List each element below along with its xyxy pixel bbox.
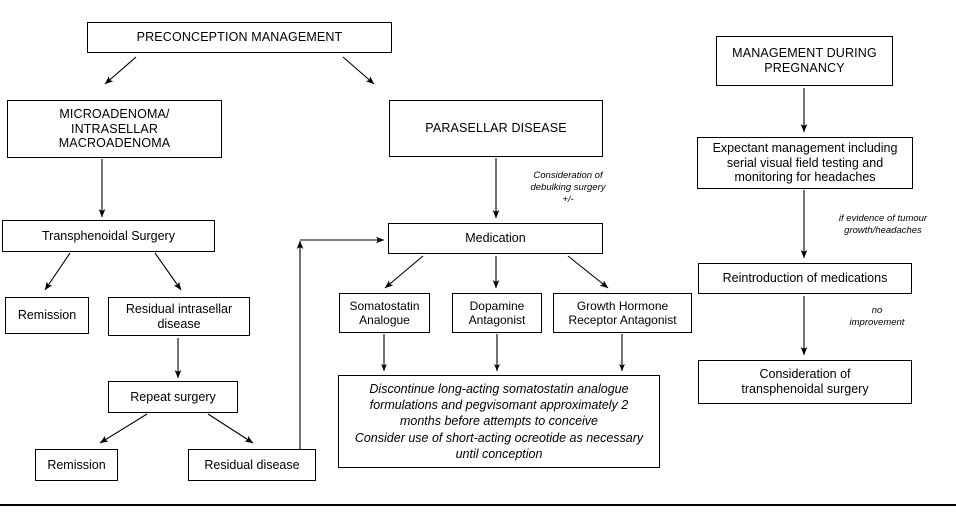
edge-medication-to-somatostatin — [384, 255, 424, 289]
edge-transphenoidal-to-residual-intrasellar — [154, 252, 182, 291]
node-somatostatin-analogue[interactable]: Somatostatin Analogue — [339, 293, 430, 333]
node-residual-disease[interactable]: Residual disease — [188, 449, 316, 481]
bottom-divider — [0, 504, 956, 506]
node-expectant-management[interactable]: Expectant management including serial vi… — [697, 137, 913, 189]
node-discontinue-note[interactable]: Discontinue long-acting somatostatin ana… — [338, 375, 660, 468]
edge-label-debulking: Consideration of debulking surgery +/- — [530, 170, 606, 205]
node-growth-hormone-receptor-antagonist[interactable]: Growth Hormone Receptor Antagonist — [553, 293, 692, 333]
edge-preconception-to-parasellar — [342, 56, 375, 85]
node-management-during-pregnancy[interactable]: MANAGEMENT DURING PREGNANCY — [716, 36, 893, 86]
edge-label-no-improvement: no improvement — [849, 305, 905, 328]
node-reintroduction-of-medications[interactable]: Reintroduction of medications — [698, 263, 912, 294]
edge-label-tumour-growth: if evidence of tumour growth/headaches — [838, 213, 928, 236]
edge-transphenoidal-to-remission — [44, 252, 71, 291]
edge-medication-to-ghra — [567, 255, 609, 289]
node-remission-2[interactable]: Remission — [35, 449, 118, 481]
node-microadenoma[interactable]: MICROADENOMA/ INTRASELLAR MACROADENOMA — [7, 100, 222, 158]
node-transphenoidal-surgery[interactable]: Transphenoidal Surgery — [2, 220, 215, 252]
node-residual-intrasellar-disease[interactable]: Residual intrasellar disease — [108, 297, 250, 336]
node-repeat-surgery[interactable]: Repeat surgery — [108, 381, 238, 413]
edge-preconception-to-microadenoma — [104, 56, 137, 85]
edge-repeat-surgery-to-residual-disease — [207, 413, 254, 444]
node-remission-1[interactable]: Remission — [5, 297, 89, 334]
edge-repeat-surgery-to-remission2 — [99, 413, 148, 444]
node-medication[interactable]: Medication — [388, 223, 603, 254]
node-parasellar-disease[interactable]: PARASELLAR DISEASE — [389, 100, 603, 157]
node-consideration-of-surgery[interactable]: Consideration of transphenoidal surgery — [698, 360, 912, 404]
node-dopamine-antagonist[interactable]: Dopamine Antagonist — [452, 293, 542, 333]
node-preconception-management[interactable]: PRECONCEPTION MANAGEMENT — [87, 22, 392, 53]
